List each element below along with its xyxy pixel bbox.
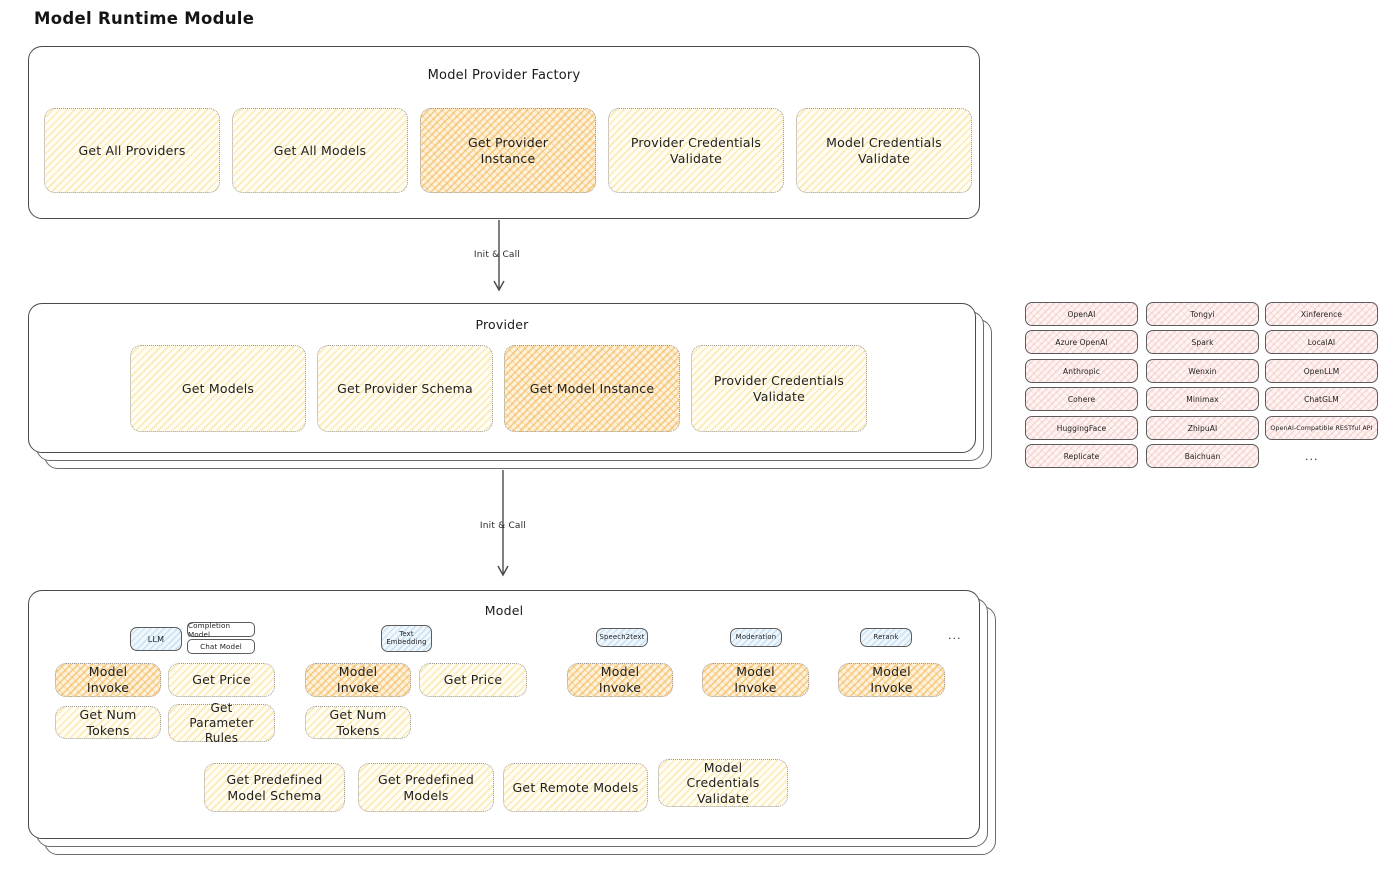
- arrow-down-icon: [493, 220, 505, 292]
- get-remote-models-box: Get Remote Models: [503, 763, 648, 812]
- get-models-box: Get Models: [130, 345, 306, 432]
- provider-title: Provider: [475, 317, 529, 332]
- model-title: Model: [484, 603, 524, 618]
- get-predefined-model-schema-box: Get Predefined Model Schema: [204, 763, 345, 812]
- arrow-down-icon-2: [497, 470, 509, 577]
- provider-chip-openai-compatible: OpenAI-Compatible RESTful API: [1265, 416, 1378, 440]
- provider-chip-replicate: Replicate: [1025, 444, 1138, 468]
- page-title: Model Runtime Module: [34, 9, 255, 28]
- s2t-model-invoke-box: Model Invoke: [567, 663, 673, 697]
- provider-chip-minimax: Minimax: [1146, 387, 1259, 411]
- rerank-model-invoke-box: Model Invoke: [838, 663, 945, 697]
- get-predefined-models-box: Get Predefined Models: [358, 763, 494, 812]
- tab-speech2text: Speech2text: [596, 628, 648, 647]
- provider-chip-xinference: Xinference: [1265, 302, 1378, 326]
- tab-llm: LLM: [130, 627, 182, 651]
- provider-chip-localai: LocalAI: [1265, 330, 1378, 354]
- tab-text-embedding: Text Embedding: [381, 625, 432, 652]
- llm-get-price-box: Get Price: [168, 663, 275, 697]
- te-model-invoke-box: Model Invoke: [305, 663, 411, 697]
- provider-chip-wenxin: Wenxin: [1146, 359, 1259, 383]
- provider-chip-anthropic: Anthropic: [1025, 359, 1138, 383]
- te-get-num-tokens-box: Get Num Tokens: [305, 706, 411, 739]
- provider-chip-openllm: OpenLLM: [1265, 359, 1378, 383]
- get-all-models-box: Get All Models: [232, 108, 408, 193]
- get-provider-schema-box: Get Provider Schema: [317, 345, 493, 432]
- provider-chip-azure-openai: Azure OpenAI: [1025, 330, 1138, 354]
- providers-more-ellipsis: ...: [1305, 450, 1319, 463]
- moderation-model-invoke-box: Model Invoke: [702, 663, 809, 697]
- provider-chip-zhipuai: ZhipuAI: [1146, 416, 1259, 440]
- tabs-more-ellipsis: ...: [948, 629, 962, 642]
- provider-chip-spark: Spark: [1146, 330, 1259, 354]
- provider-chip-baichuan: Baichuan: [1146, 444, 1259, 468]
- init-call-label-1: Init & Call: [473, 250, 521, 260]
- tab-completion-model: Completion Model: [187, 621, 255, 639]
- tab-chat-model: Chat Model: [187, 639, 255, 654]
- llm-get-parameter-rules-box: Get Parameter Rules: [168, 701, 275, 745]
- provider-credentials-validate-box-2: Provider Credentials Validate: [691, 345, 867, 432]
- get-all-providers-box: Get All Providers: [44, 108, 220, 193]
- llm-model-invoke-box: Model Invoke: [55, 663, 161, 697]
- provider-chip-huggingface: HuggingFace: [1025, 416, 1138, 440]
- llm-get-num-tokens-box: Get Num Tokens: [55, 706, 161, 739]
- provider-credentials-validate-box: Provider Credentials Validate: [608, 108, 784, 193]
- provider-chip-openai: OpenAI: [1025, 302, 1138, 326]
- provider-chip-chatglm: ChatGLM: [1265, 387, 1378, 411]
- tab-rerank: Rerank: [860, 628, 912, 647]
- get-provider-instance-box: Get Provider Instance: [420, 108, 596, 193]
- provider-chip-cohere: Cohere: [1025, 387, 1138, 411]
- te-get-price-box: Get Price: [419, 663, 527, 697]
- model-credentials-validate-box-2: Model Credentials Validate: [658, 759, 788, 807]
- provider-chip-tongyi: Tongyi: [1146, 302, 1259, 326]
- init-call-label-2: Init & Call: [479, 521, 527, 531]
- model-provider-factory-title: Model Provider Factory: [427, 68, 581, 83]
- get-model-instance-box: Get Model Instance: [504, 345, 680, 432]
- tab-moderation: Moderation: [730, 628, 782, 647]
- model-credentials-validate-box: Model Credentials Validate: [796, 108, 972, 193]
